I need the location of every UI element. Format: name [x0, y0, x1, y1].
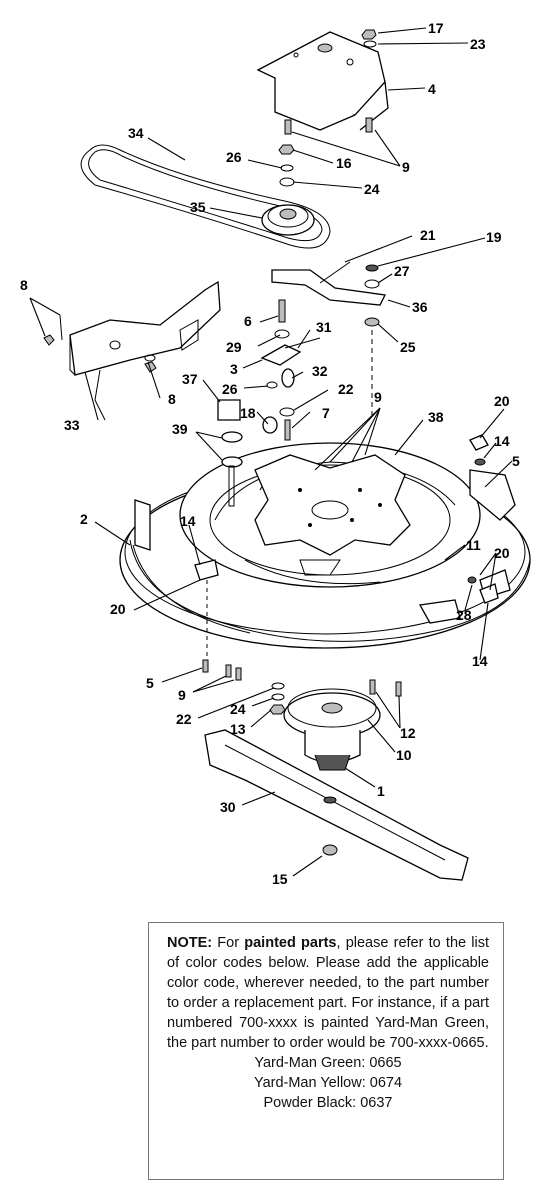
callout-35: 35: [190, 199, 206, 215]
leader-lines: [29, 27, 513, 877]
callout-23: 23: [470, 36, 486, 52]
callout-27: 27: [394, 263, 410, 279]
callout-34: 34: [128, 125, 144, 141]
callout-14-top: 14: [494, 433, 510, 449]
idler-pulley: [261, 204, 315, 236]
idler-arm: [271, 261, 386, 306]
hardware: [43, 29, 499, 715]
note-text-1: For: [212, 935, 245, 951]
callout-14-left: 14: [180, 513, 196, 529]
callout-6: 6: [244, 313, 252, 329]
callout-21: 21: [420, 227, 436, 243]
deck-plate: [254, 454, 411, 556]
callout-19: 19: [486, 229, 502, 245]
left-bracket: [59, 280, 221, 421]
callout-7: 7: [322, 405, 330, 421]
note-bold-phrase: painted parts: [244, 935, 337, 951]
callout-25: 25: [400, 339, 416, 355]
callout-17: 17: [428, 20, 444, 36]
callout-20-right: 20: [494, 545, 510, 561]
callout-2: 2: [80, 511, 88, 527]
painted-parts-note: NOTE: For painted parts, please refer to…: [148, 922, 504, 1180]
callout-4: 4: [428, 81, 436, 97]
callout-9: 9: [402, 159, 410, 175]
callout-38: 38: [428, 409, 444, 425]
callout-37: 37: [182, 371, 198, 387]
callout-11: 11: [466, 537, 481, 553]
callout-33: 33: [64, 417, 80, 433]
callout-1: 1: [377, 783, 385, 799]
callout-5-left: 5: [146, 675, 154, 691]
callout-30: 30: [220, 799, 236, 815]
callout-9-mid: 9: [374, 389, 382, 405]
callout-20-top: 20: [494, 393, 510, 409]
note-lead: NOTE:: [167, 935, 213, 951]
callout-28: 28: [456, 607, 472, 623]
parts-diagram: 17 23 4 34 26 16 9 24 35 21 19 27 36 25 …: [20, 20, 531, 887]
callout-14-right: 14: [472, 653, 488, 669]
mower-blade: [204, 729, 469, 881]
note-text-2: , please refer to the list of color code…: [167, 935, 490, 1051]
callout-32: 32: [312, 363, 328, 379]
callout-16: 16: [336, 155, 352, 171]
callout-24-lower: 24: [230, 701, 246, 717]
callout-9-lower: 9: [178, 687, 186, 703]
spindle-pulley: [283, 688, 381, 771]
callout-10: 10: [396, 747, 412, 763]
callout-36: 36: [412, 299, 428, 315]
callout-20-left: 20: [110, 601, 126, 617]
callout-8-lower: 8: [168, 391, 176, 407]
callout-26: 26: [226, 149, 242, 165]
color-code-black: Powder Black: 0637: [263, 1095, 393, 1111]
callout-31: 31: [316, 319, 332, 335]
callout-22: 22: [338, 381, 354, 397]
callout-13: 13: [230, 721, 246, 737]
note-body: NOTE: For painted parts, please refer to…: [167, 933, 489, 1053]
callout-26-lower: 26: [222, 381, 238, 397]
idler-bracket: [256, 31, 389, 131]
callout-39: 39: [172, 421, 188, 437]
callout-24: 24: [364, 181, 380, 197]
callout-22-lower: 22: [176, 711, 192, 727]
callout-29: 29: [226, 339, 242, 355]
color-code-green: Yard-Man Green: 0665: [254, 1055, 402, 1071]
callout-3: 3: [230, 361, 238, 377]
callout-15: 15: [272, 871, 288, 887]
callout-12: 12: [400, 725, 416, 741]
drive-belt: [80, 144, 331, 249]
callout-5-right: 5: [512, 453, 520, 469]
callout-labels: 17 23 4 34 26 16 9 24 35 21 19 27 36 25 …: [20, 20, 520, 887]
callout-8-top: 8: [20, 277, 28, 293]
callout-18: 18: [240, 405, 256, 421]
color-code-yellow: Yard-Man Yellow: 0674: [253, 1075, 403, 1091]
